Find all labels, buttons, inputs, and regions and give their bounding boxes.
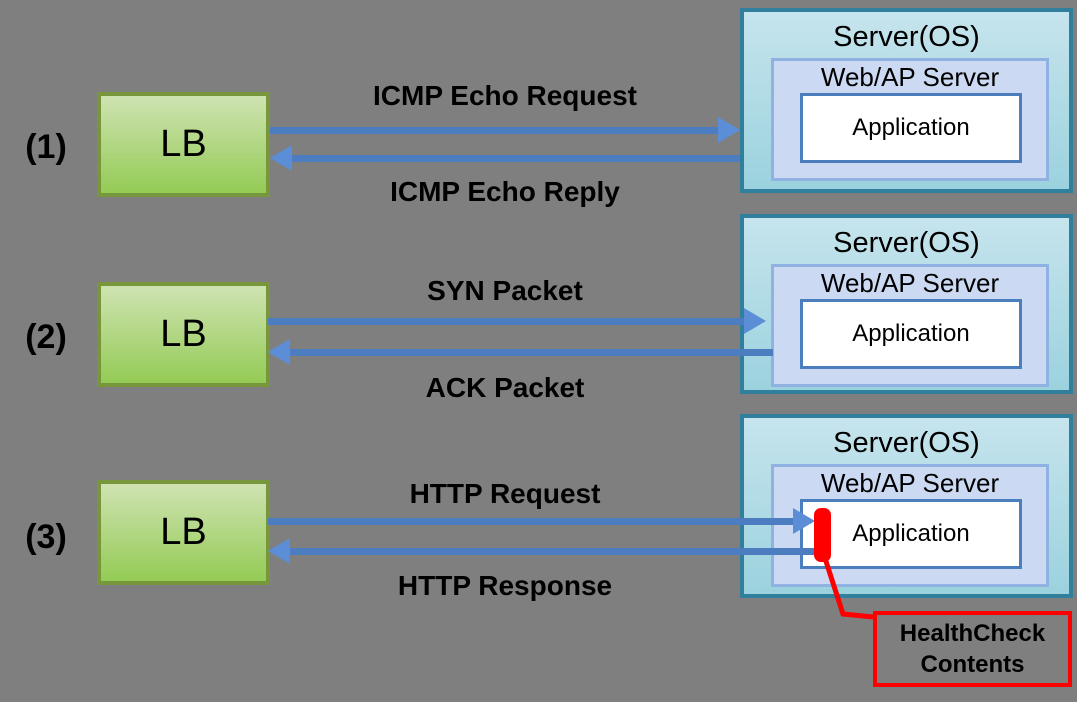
healthcheck-callout-line1: HealthCheck <box>899 620 1046 647</box>
arrow-line <box>292 154 740 162</box>
lb-box: LB <box>97 282 270 387</box>
application-box: Application <box>800 499 1022 569</box>
application-label: Application <box>852 520 970 547</box>
row-index-label: (3) <box>25 518 67 556</box>
request-arrow-label: ICMP Echo Request <box>373 80 637 111</box>
reply-arrow <box>270 145 740 171</box>
webap-server-label: Web/AP Server <box>820 268 1000 298</box>
request-arrow <box>268 308 766 334</box>
webap-server-box: Web/AP Server Application <box>771 264 1049 387</box>
lb-label: LB <box>160 511 207 553</box>
reply-arrow <box>268 538 814 564</box>
application-label: Application <box>852 320 970 347</box>
reply-arrow-label: ACK Packet <box>425 372 585 403</box>
server-os-box: Server(OS) Web/AP Server Application <box>740 414 1073 598</box>
server-os-label: Server(OS) <box>833 227 980 259</box>
server-os-label: Server(OS) <box>833 427 980 459</box>
server-os-box: Server(OS) Web/AP Server Application <box>740 8 1073 193</box>
webap-server-box: Web/AP Server Application <box>771 58 1049 181</box>
application-box: Application <box>800 299 1022 369</box>
arrow-line <box>268 517 793 525</box>
request-arrow <box>268 508 815 534</box>
lb-label: LB <box>160 123 207 165</box>
reply-arrow <box>268 339 773 365</box>
arrow-head-left <box>268 538 290 564</box>
arrow-line <box>290 348 773 356</box>
request-arrow-label: SYN Packet <box>427 275 583 306</box>
lb-box: LB <box>97 480 270 585</box>
lb-label: LB <box>160 313 207 355</box>
server-os-box: Server(OS) Web/AP Server Application <box>740 214 1073 394</box>
reply-arrow-label: HTTP Response <box>397 570 613 601</box>
application-box: Application <box>800 93 1022 163</box>
request-arrow <box>270 117 740 143</box>
lb-box: LB <box>97 92 270 197</box>
arrow-line <box>268 317 744 325</box>
application-label: Application <box>852 114 970 141</box>
webap-server-label: Web/AP Server <box>820 62 1000 92</box>
healthcheck-callout-line2: Contents <box>920 651 1025 678</box>
webap-server-label: Web/AP Server <box>820 468 1000 498</box>
request-arrow-label: HTTP Request <box>409 478 601 509</box>
healthcheck-probe-marker <box>814 508 831 562</box>
arrow-head-right <box>744 308 766 334</box>
arrow-head-right <box>793 508 815 534</box>
reply-arrow-label: ICMP Echo Reply <box>390 176 620 207</box>
server-os-label: Server(OS) <box>833 21 980 53</box>
arrow-head-left <box>270 145 292 171</box>
arrow-line <box>290 547 814 555</box>
healthcheck-contents-callout: HealthCheck Contents <box>873 611 1072 687</box>
arrow-head-right <box>718 117 740 143</box>
arrow-head-left <box>268 339 290 365</box>
row-index-label: (1) <box>25 128 67 166</box>
arrow-line <box>270 126 718 134</box>
row-index-label: (2) <box>25 318 67 356</box>
